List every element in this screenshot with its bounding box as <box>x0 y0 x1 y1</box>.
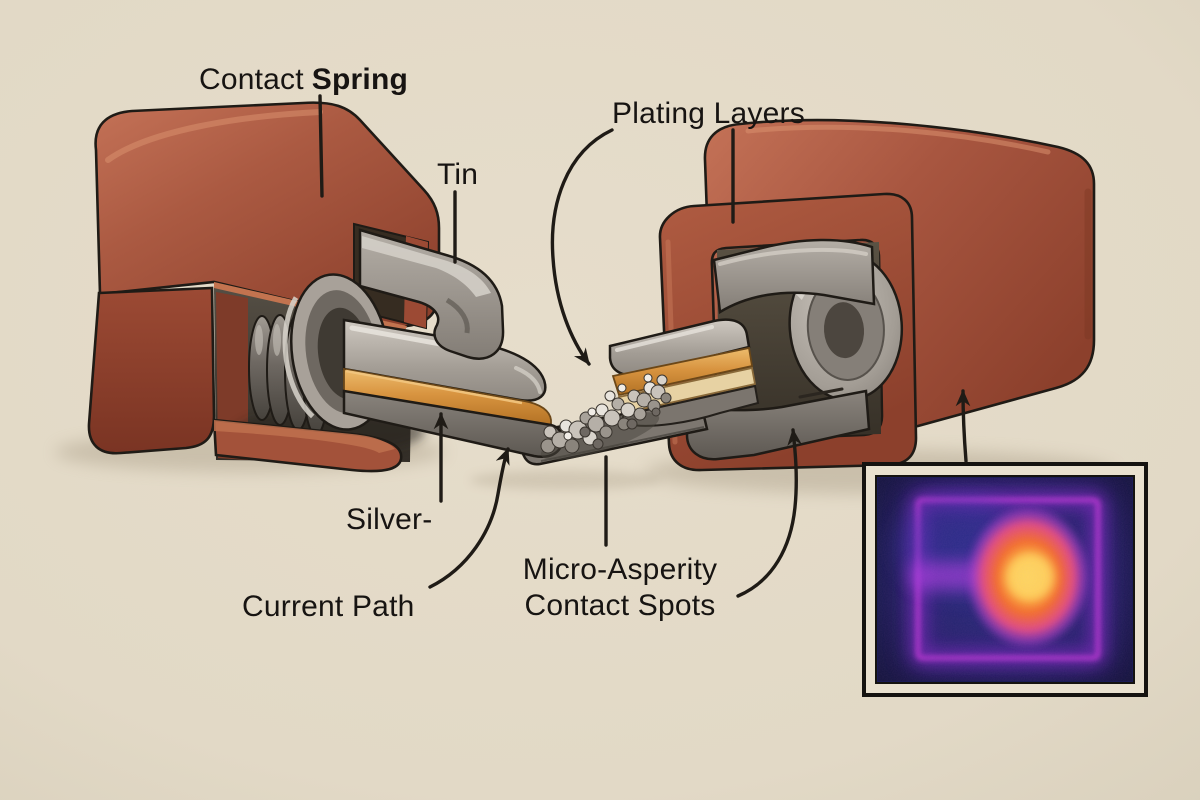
contact-gap-slit <box>798 387 844 399</box>
callout-contact-spots-arrow <box>736 428 802 598</box>
callout-current-path-arrow <box>428 447 510 589</box>
label-micro-asperity: Micro-Asperity <box>523 553 718 586</box>
label-tin: Tin <box>437 158 478 191</box>
label-current-path: Current Path <box>242 590 414 623</box>
micro-asperity-cluster <box>540 373 672 460</box>
contact-blade <box>342 318 564 458</box>
cavity-inner-wall <box>216 292 248 460</box>
tin-spring-finger <box>358 228 505 360</box>
label-contact-spots: Contact Spots <box>524 589 715 622</box>
receptacle-top-spring-arm <box>712 238 876 315</box>
silver-plating-strip <box>343 367 552 427</box>
callout-thermal-arrow <box>955 389 971 463</box>
callout-plating-curved-arrow <box>550 128 614 366</box>
left-housing-front-face <box>87 286 216 455</box>
thermal-inset <box>862 462 1148 697</box>
stack-tin-cap <box>608 318 751 377</box>
label-contact: Contact <box>199 63 304 96</box>
callout-contact-spring-line <box>318 94 324 198</box>
label-plating-layers: Plating Layers <box>612 97 805 130</box>
callout-lines <box>318 94 971 598</box>
label-silver: Silver- <box>346 503 432 536</box>
label-spring: Spring <box>312 63 408 96</box>
left-housing-bottom-lip <box>212 418 403 473</box>
